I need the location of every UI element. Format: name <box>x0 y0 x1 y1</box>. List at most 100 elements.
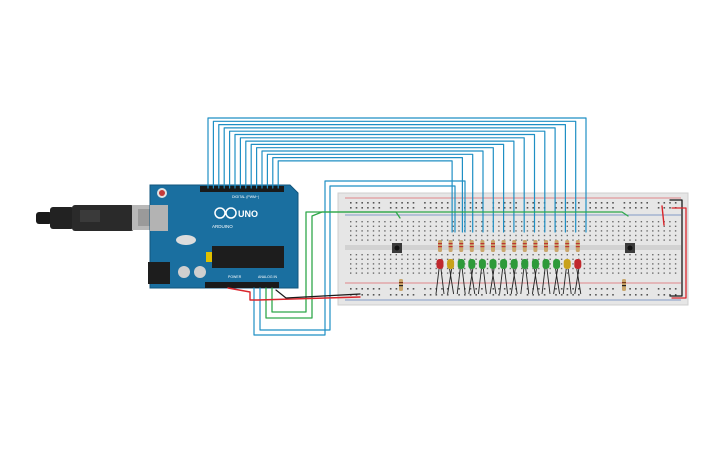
resistor-band <box>448 243 453 245</box>
resistor-band <box>448 246 453 248</box>
led-green <box>553 259 561 269</box>
resistor-band <box>522 243 527 245</box>
pushbutton-cap <box>627 245 633 251</box>
led-leg <box>491 268 497 295</box>
led-green <box>457 259 465 269</box>
board-model: UNO <box>238 209 258 219</box>
led-leg <box>541 268 546 295</box>
led-leg <box>553 268 559 295</box>
led-green <box>510 259 518 269</box>
pushbutton-cap <box>394 245 400 251</box>
resistor-band <box>491 243 495 245</box>
wire <box>250 143 505 233</box>
wires <box>207 117 687 336</box>
led-leg <box>477 268 482 295</box>
power-label: POWER <box>228 275 242 279</box>
resistor-band <box>544 243 548 245</box>
components <box>392 240 635 295</box>
wire <box>212 120 577 233</box>
wire <box>261 150 484 233</box>
resistor-band <box>575 246 580 248</box>
led-leg <box>440 268 445 295</box>
resistor-band <box>459 246 464 248</box>
wire <box>227 287 361 301</box>
led-green <box>489 259 497 269</box>
led-yellow <box>563 259 571 269</box>
led-yellow <box>447 259 455 269</box>
usb-cable <box>36 205 166 231</box>
resistor-band <box>544 246 548 248</box>
wire <box>259 185 456 331</box>
wire <box>265 211 629 319</box>
resistor-band <box>622 285 626 287</box>
led-leg <box>546 268 551 295</box>
wire <box>207 117 587 233</box>
led-leg <box>520 268 525 295</box>
resistor-band <box>512 243 517 245</box>
wire <box>271 211 401 313</box>
led-leg <box>576 268 582 295</box>
power-jack <box>148 262 170 284</box>
resistor-band <box>565 246 570 248</box>
resistor-band <box>399 282 403 284</box>
led-leg <box>449 268 455 295</box>
resistor-band <box>622 282 626 284</box>
usb-port <box>150 205 168 231</box>
led-red <box>574 259 582 269</box>
regulator <box>206 252 212 262</box>
led-leg <box>525 268 530 295</box>
resistor-band <box>469 243 474 245</box>
analog-power-header <box>205 282 279 288</box>
resistor-band <box>554 246 559 248</box>
led-leg <box>504 268 509 295</box>
led-leg <box>461 268 466 295</box>
resistor-band <box>522 246 527 248</box>
led-green <box>542 259 550 269</box>
wire <box>253 180 466 336</box>
atmega-chip <box>212 246 284 268</box>
crystal <box>176 235 196 245</box>
led-leg <box>567 268 572 295</box>
resistor-band <box>469 246 474 248</box>
wire <box>256 147 494 233</box>
led-green <box>500 259 508 269</box>
led-leg <box>447 268 453 295</box>
wire <box>669 199 683 297</box>
wire <box>223 127 556 233</box>
led-leg <box>562 268 567 295</box>
led-leg <box>512 268 518 295</box>
led-leg <box>468 268 474 295</box>
wire <box>671 207 687 299</box>
analog-label: ANALOG IN <box>258 275 278 279</box>
led-green <box>521 259 529 269</box>
resistor-band <box>501 246 506 248</box>
led-leg <box>510 268 516 295</box>
led-leg <box>435 268 440 295</box>
wire <box>275 289 361 299</box>
resistor-band <box>565 243 570 245</box>
resistor-band <box>480 246 485 248</box>
capacitor <box>178 266 190 278</box>
led-leg <box>531 268 537 295</box>
wire <box>277 160 453 233</box>
wire <box>661 205 665 226</box>
wire <box>245 140 515 233</box>
led-leg <box>499 268 504 295</box>
led-leg <box>555 268 561 295</box>
arduino-board[interactable]: UNO ARDUINO DIGITAL (PWM~) POWER ANALOG … <box>148 184 299 289</box>
wire <box>266 153 474 233</box>
arduino-logo-icon <box>214 207 237 219</box>
led-leg <box>482 268 487 295</box>
led-leg <box>533 268 539 295</box>
wire <box>272 157 463 233</box>
led-leg <box>489 268 495 295</box>
led-leg <box>574 268 580 295</box>
resistor-band <box>399 285 403 287</box>
wire <box>239 137 525 233</box>
led-green <box>531 259 539 269</box>
led-red <box>436 259 444 269</box>
resistor-band <box>533 246 538 248</box>
led-green <box>468 259 476 269</box>
led-green <box>478 259 486 269</box>
